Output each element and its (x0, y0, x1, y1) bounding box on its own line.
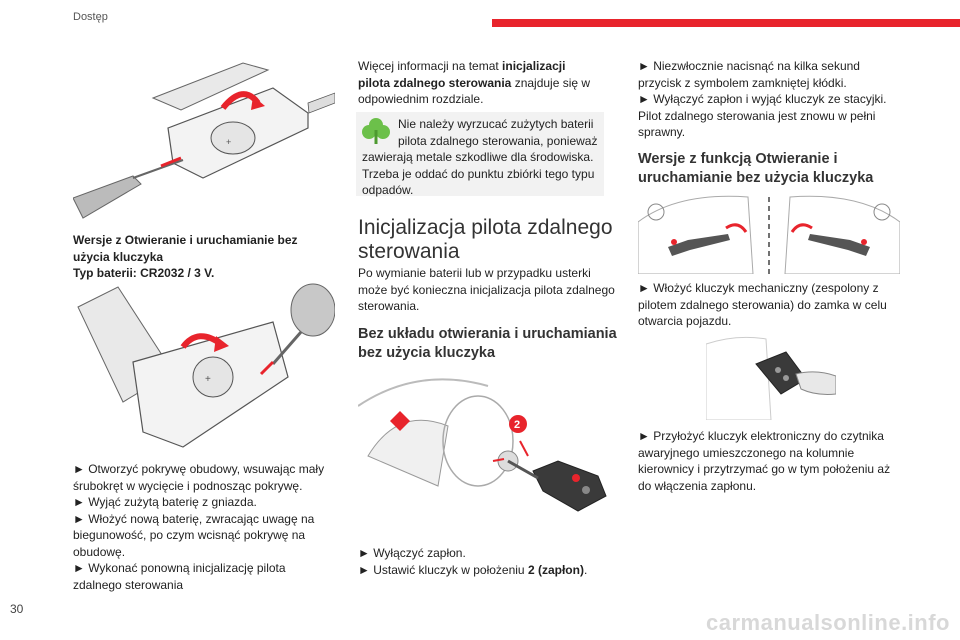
right-line-4: Pilot zdalnego sterowania jest znowu w p… (638, 108, 876, 123)
page-number: 30 (10, 602, 24, 616)
init-para-line-3: sterowania. (358, 299, 420, 313)
recycle-leaf-icon (362, 118, 390, 144)
electronic-key-steps: ► Przyłożyć kluczyk elektroniczny do czy… (638, 428, 908, 494)
right-line-10: awaryjnego umieszczonego na kolumnie (638, 445, 855, 460)
environment-note-text: Nie należy wyrzucać zużytych baterii pil… (362, 116, 602, 199)
note-line-5: odpadów. (362, 183, 414, 197)
init-para-line-1: Po wymianie baterii lub w przypadku uste… (358, 266, 591, 280)
ignition-position-marker: 2 (514, 419, 520, 431)
right-line-11: kierownicy i przytrzymać go w tym położe… (638, 462, 891, 476)
ignition-step-2-end: . (583, 562, 588, 577)
step-line-5: biegunowość, po czym wcisnąć pokrywę na (73, 528, 306, 542)
intro-text-2: znajduje się w (511, 75, 591, 90)
intro-bold-1: inicjalizacji (502, 59, 566, 73)
svg-text:+: + (226, 137, 231, 147)
svg-text:+: + (205, 374, 211, 385)
init-paragraph: Po wymianie baterii lub w przypadku uste… (358, 265, 628, 315)
step-line-2: śrubokręt w wycięcie i podnosząc pokrywę… (73, 478, 303, 493)
emergency-reader-figure (706, 336, 836, 420)
init-para-line-2: może być konieczna inicjalizacja pilota … (358, 282, 615, 297)
ignition-step-2-bold: 2 (zapłon) (527, 562, 584, 577)
intro-bold-2: pilota zdalnego sterowania (358, 75, 512, 90)
ignition-step-1: ► Wyłączyć zapłon. (358, 546, 466, 560)
right-line-3: ► Wyłączyć zapłon i wyjąć kluczyk ze sta… (638, 92, 887, 106)
mechanical-key-figure (638, 195, 900, 274)
step-line-3: ► Wyjąć zużytą baterię z gniazda. (73, 495, 257, 509)
lock-button-steps: ► Niezwłocznie nacisnąć na kilka sekund … (638, 58, 908, 141)
step-line-4: ► Włożyć nową baterię, zwracając uwagę n… (73, 511, 315, 526)
section-title: Dostęp (73, 11, 108, 23)
init-heading-line-2: sterowania (358, 240, 460, 263)
right-line-1: ► Niezwłocznie nacisnąć na kilka sekund (638, 59, 860, 73)
note-line-2: pilota zdalnego sterowania, ponieważ (398, 133, 598, 148)
intro-text-3: odpowiednim rozdziale. (358, 92, 484, 106)
ignition-steps: ► Wyłączyć zapłon. ► Ustawić kluczyk w p… (358, 545, 628, 578)
battery-caption-line-2: użycia kluczyka (73, 249, 164, 264)
without-keyless-line-1: Bez układu otwierania i uruchamiania (358, 326, 617, 342)
step-line-8: zdalnego sterowania (73, 577, 184, 592)
ignition-step-2-text: ► Ustawić kluczyk w położeniu (358, 562, 528, 577)
mechanical-key-steps: ► Włożyć kluczyk mechaniczny (zespolony … (638, 280, 908, 330)
keyless-heading-line-2: uruchamianie bez użycia kluczyka (638, 170, 874, 186)
note-line-3: zawierają metale szkodliwe dla środowisk… (362, 150, 594, 164)
key-battery-figure-2: + (77, 283, 335, 448)
battery-caption-line-1: Wersje z Otwieranie i uruchamianie bez (73, 233, 298, 247)
battery-type: Typ baterii: CR2032 / 3 V. (73, 266, 215, 280)
ignition-key-figure: 2 (358, 378, 607, 512)
without-keyless-line-2: bez użycia kluczyka (358, 345, 496, 361)
note-line-4: Trzeba je oddać do punktu zbiórki tego t… (362, 166, 595, 181)
keyless-heading: Wersje z funkcją Otwieranie i uruchamian… (638, 150, 908, 188)
header-accent-bar (492, 19, 960, 27)
right-line-9: ► Przyłożyć kluczyk elektroniczny do czy… (638, 429, 884, 443)
battery-caption: Wersje z Otwieranie i uruchamianie bez u… (73, 232, 343, 282)
init-heading: Inicjalizacja pilota zdalnego sterowania (358, 216, 618, 264)
key-battery-figure-1: + (73, 58, 335, 223)
page-header: Dostęp (0, 0, 960, 44)
note-line-1: Nie należy wyrzucać zużytych baterii (398, 117, 594, 131)
right-line-6: ► Włożyć kluczyk mechaniczny (zespolony … (638, 281, 879, 295)
step-line-6: obudowę. (73, 544, 126, 559)
environment-note (356, 112, 604, 196)
step-line-7: ► Wykonać ponowną inicjalizację pilota (73, 561, 286, 575)
right-line-5: sprawny. (638, 125, 686, 139)
battery-steps: ► Otworzyć pokrywę obudowy, wsuwając mał… (73, 461, 343, 593)
right-line-7: pilotem zdalnego sterowania) do zamka w … (638, 297, 887, 312)
step-line-1: ► Otworzyć pokrywę obudowy, wsuwając mał… (73, 462, 325, 476)
right-line-2: przycisk z symbolem zamkniętej kłódki. (638, 75, 847, 90)
more-info-paragraph: Więcej informacji na temat inicjalizacji… (358, 58, 618, 108)
init-heading-line-1: Inicjalizacja pilota zdalnego (358, 216, 613, 239)
right-line-8: otwarcia pojazdu. (638, 314, 732, 328)
intro-text-1: Więcej informacji na temat (358, 59, 503, 73)
watermark: carmanualsonline.info (706, 610, 950, 635)
right-line-12: do włączenia zapłonu. (638, 478, 757, 493)
keyless-heading-line-1: Wersje z funkcją Otwieranie i (638, 151, 838, 167)
without-keyless-heading: Bez układu otwierania i uruchamiania bez… (358, 325, 628, 363)
